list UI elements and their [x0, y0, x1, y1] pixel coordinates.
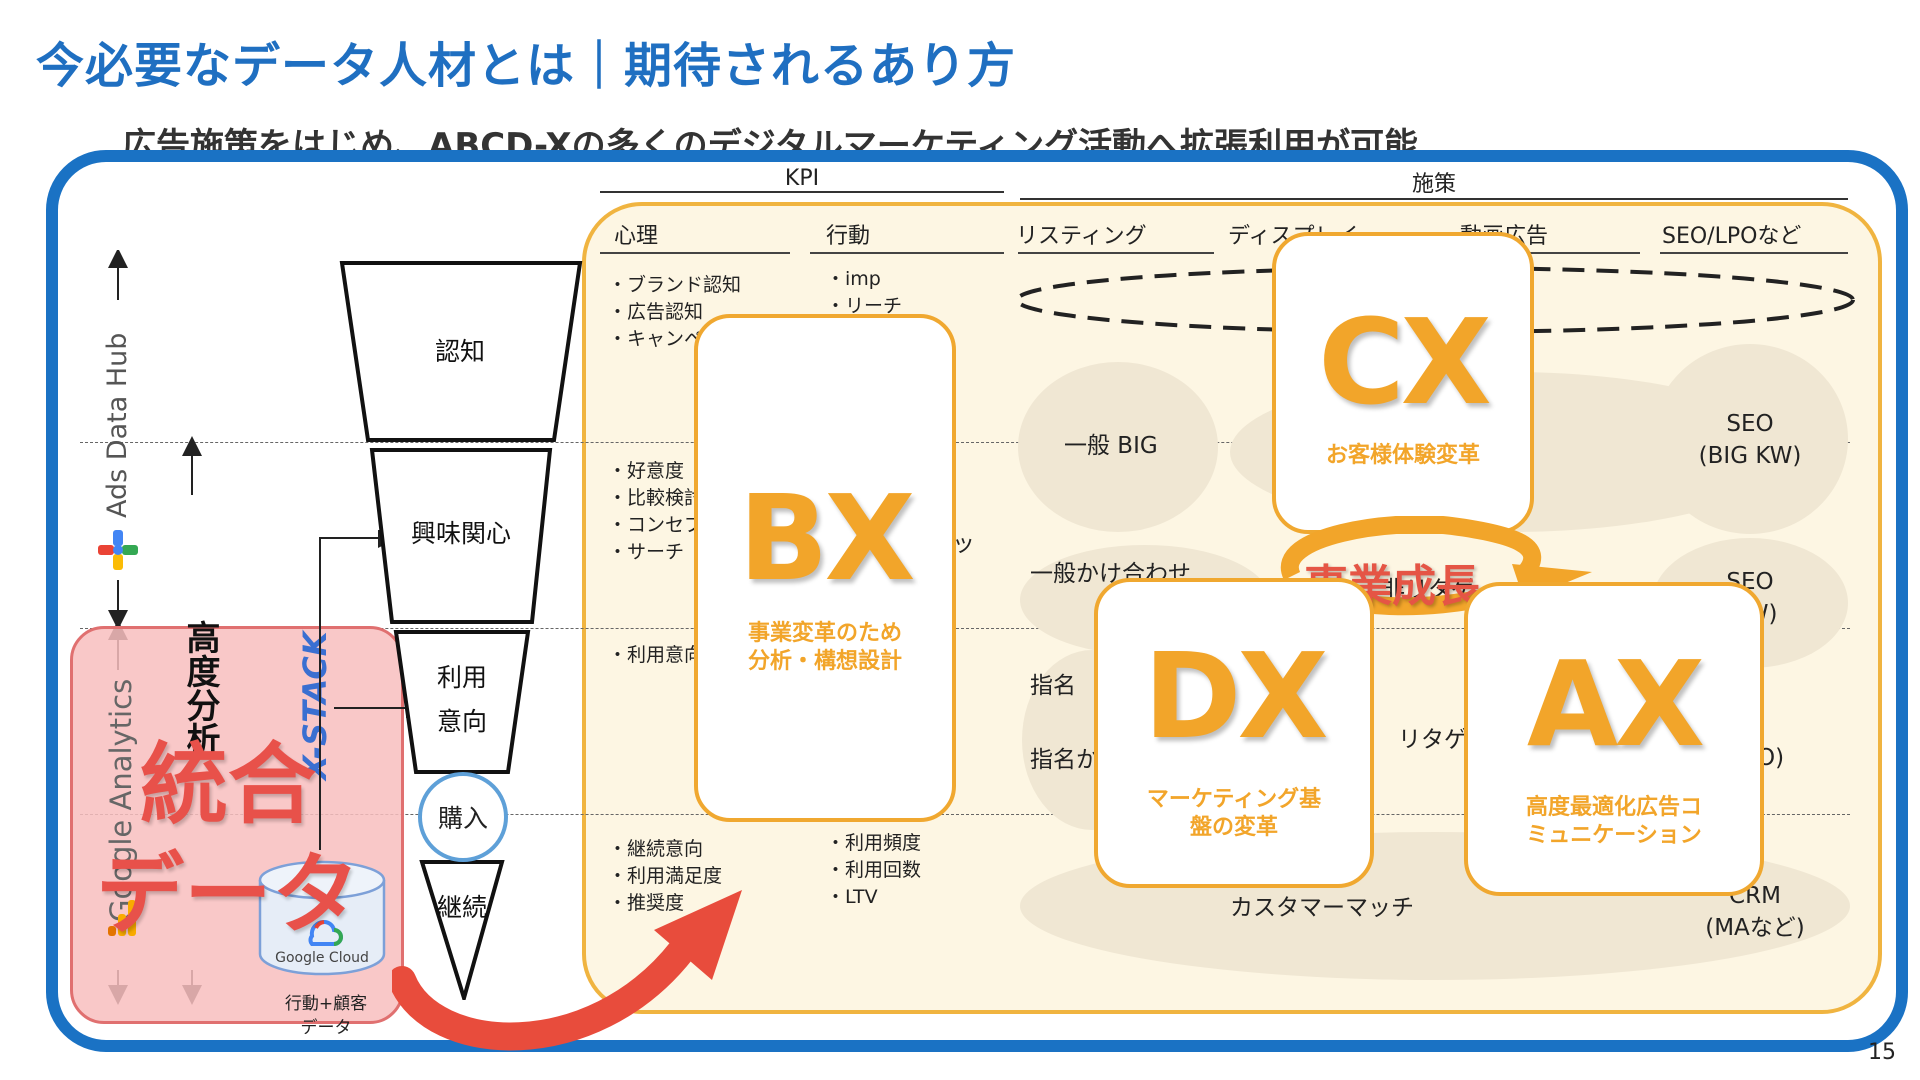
- funnel-retention: 継続: [436, 893, 487, 922]
- bx-label: BX: [738, 469, 916, 607]
- ads-data-hub-label: Ads Data Hub: [102, 332, 133, 518]
- cell-retarget: リタゲ: [1398, 727, 1467, 753]
- ax-sub-line2: ミュニケーション: [1526, 823, 1702, 848]
- ax-box: AX 高度最適化広告コ ミュニケーション: [1464, 582, 1764, 896]
- funnel-purchase: 購入: [418, 772, 508, 862]
- google-cloud-label: Google Cloud: [275, 950, 369, 966]
- ax-sub-line1: 高度最適化広告コ: [1525, 795, 1702, 820]
- integrated-data-label: 統合 データ: [96, 733, 361, 946]
- bx-box: BX 事業変革のため 分析・構想設計: [694, 314, 956, 822]
- dx-label: DX: [1143, 627, 1329, 765]
- cx-label: CX: [1318, 293, 1492, 431]
- funnel-awareness: 認知: [434, 337, 485, 366]
- psych-interest-list: ・好意度・比較検討・コンセプト・サーチ: [608, 460, 723, 563]
- google-cloud-caption: 行動+顧客データ: [284, 994, 368, 1038]
- measures-header: 施策: [1020, 166, 1848, 200]
- dx-sub-line2: 盤の変革: [1189, 815, 1278, 840]
- blob: [1652, 344, 1848, 534]
- ax-label: AX: [1526, 635, 1705, 773]
- psych-intent-list: ・利用意向: [608, 644, 704, 666]
- bx-sub-line1: 事業変革のため: [747, 621, 902, 646]
- kpi-header: KPI: [600, 166, 1004, 193]
- col-listing: リスティング: [1016, 224, 1147, 249]
- page-number: 15: [1868, 1040, 1896, 1065]
- google-analytics-icon: [108, 900, 136, 936]
- cell-general-big: 一般 BIG: [1064, 433, 1158, 459]
- dx-sub-line1: マーケティング基: [1146, 787, 1322, 812]
- blob: [1018, 362, 1218, 532]
- row-divider: [80, 628, 1850, 629]
- row-divider: [80, 814, 1850, 815]
- cell-designated: 指名: [1030, 673, 1076, 699]
- cell-seo-big: SEO(BIG KW): [1698, 411, 1802, 469]
- action-retention-list: ・利用頻度・利用回数・LTV: [826, 832, 922, 908]
- advanced-analysis-label: 高度分析: [180, 620, 220, 756]
- col-line: [1018, 252, 1214, 254]
- cell-crm: CRM(MAなど): [1705, 883, 1805, 941]
- xstack-connectors: [319, 530, 420, 850]
- col-line: [810, 252, 1004, 254]
- col-line: [600, 252, 790, 254]
- cx-sub: お客様体験変革: [1325, 443, 1480, 468]
- col-line: [1660, 252, 1848, 254]
- dx-box: DX マーケティング基 盤の変革: [1094, 578, 1374, 888]
- slide-title: 今必要なデータ人材とは｜期待されるあり方: [36, 38, 1017, 94]
- bx-sub-line2: 分析・構想設計: [747, 649, 902, 674]
- curved-arrow-icon: [392, 890, 742, 1051]
- funnel: [339, 261, 583, 1000]
- funnel-intent: 利用意向: [436, 663, 487, 736]
- cx-box: CX お客様体験変革: [1272, 232, 1534, 534]
- psych-retention-list: ・継続意向・利用満足度・推奨度: [608, 838, 723, 914]
- row-divider: [80, 442, 1850, 443]
- col-seo-lpo: SEO/LPOなど: [1662, 224, 1802, 249]
- funnel-interest: 興味関心: [410, 519, 511, 548]
- google-cloud-icon: [258, 860, 386, 976]
- col-action: 行動: [826, 224, 871, 249]
- col-psychology: 心理: [614, 224, 659, 249]
- partial-text: ッ: [952, 531, 975, 557]
- cell-customer-match: カスタマーマッチ: [1230, 895, 1414, 921]
- col-line: [1430, 252, 1640, 254]
- action-awareness-list: ・imp・リーチ: [826, 268, 903, 317]
- ads-data-hub-icon: [98, 530, 138, 570]
